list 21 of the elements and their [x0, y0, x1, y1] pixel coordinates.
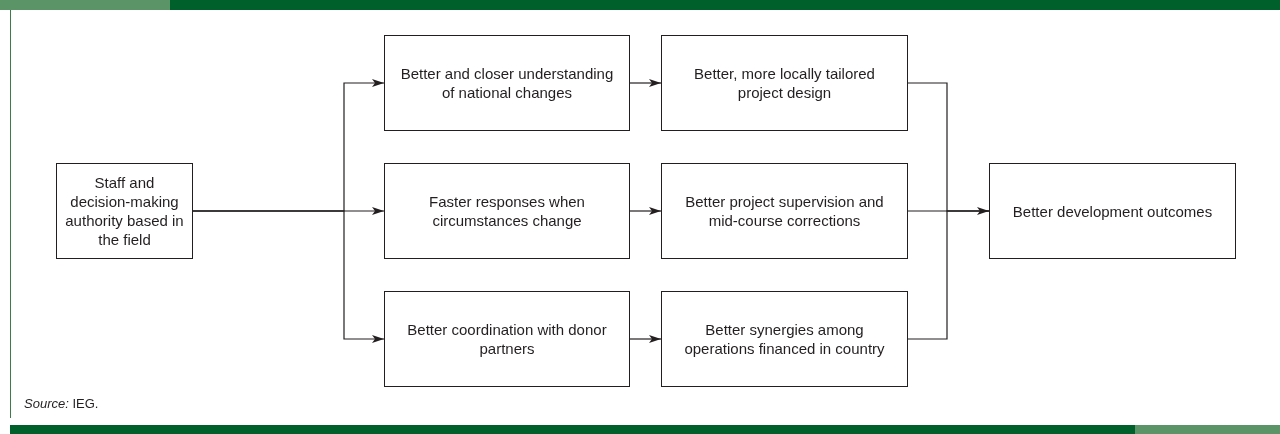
box-text: Better development outcomes [1012, 201, 1213, 221]
process-box [989, 163, 1236, 259]
box-text: Better synergies among operations financed in country [683, 320, 886, 358]
process-box [661, 163, 908, 259]
connector-arrow [629, 335, 662, 343]
source-note: Source: IEG. [24, 395, 99, 413]
connector-arrow [629, 79, 662, 87]
box-text: Staff and decision-making authority based in the field [65, 173, 184, 249]
process-box [661, 291, 908, 387]
box-text: Better project supervision and mid-course corrections [684, 192, 885, 230]
process-box [56, 163, 193, 259]
process-box [661, 35, 908, 131]
connector-arrow [192, 210, 385, 343]
box-text: Better and closer understanding of national changes [399, 64, 615, 102]
process-box [384, 35, 630, 131]
box-text: Faster responses when circumstances change [428, 192, 586, 230]
box-text: Better, more locally tailored project design [693, 64, 876, 102]
connector-arrow [629, 207, 662, 215]
box-text: Better coordination with donor partners [406, 320, 608, 358]
process-box [384, 291, 630, 387]
process-box [384, 163, 630, 259]
